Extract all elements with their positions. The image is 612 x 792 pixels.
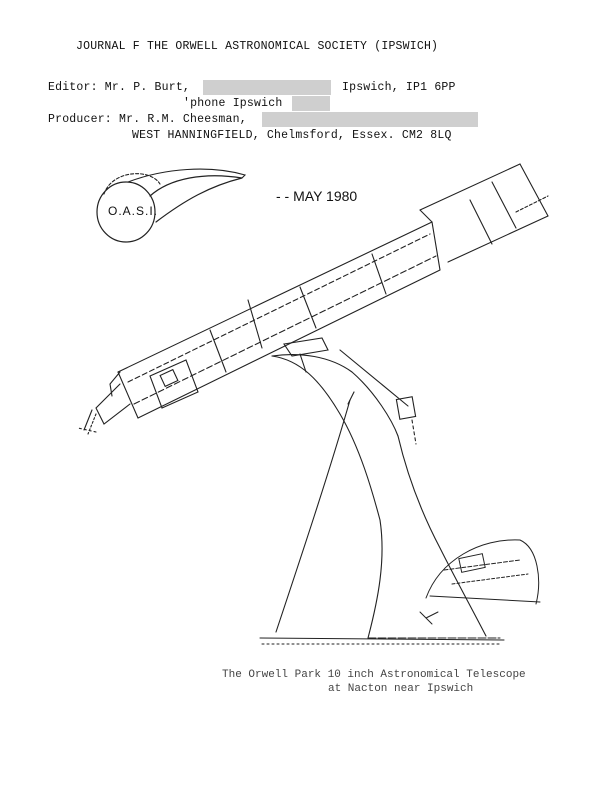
caption-line-1: The Orwell Park 10 inch Astronomical Tel…	[222, 669, 526, 681]
upper-tube	[419, 163, 549, 263]
telescope-pier	[259, 391, 505, 645]
producer-label: Producer: Mr. R.M. Cheesman,	[48, 113, 247, 126]
journal-title: JOURNAL F THE ORWELL ASTRONOMICAL SOCIET…	[76, 40, 439, 53]
oasi-logo-text: O.A.S.I.	[108, 204, 159, 218]
oasi-logo-icon	[96, 168, 247, 243]
redacted-editor-address	[203, 80, 331, 95]
inset-detail	[419, 539, 541, 625]
telescope-mount	[271, 337, 417, 521]
editor-label: Editor: Mr. P. Burt,	[48, 81, 191, 94]
issue-date: - - MAY 1980	[276, 188, 358, 204]
telescope-tube	[83, 221, 441, 435]
caption-line-2: at Nacton near Ipswich	[328, 683, 474, 695]
editor-phone-label: 'phone Ipswich	[183, 97, 283, 110]
producer-address: WEST HANNINGFIELD, Chelmsford, Essex. CM…	[132, 129, 452, 142]
redacted-producer-address	[262, 112, 478, 127]
redacted-phone-number	[292, 96, 330, 111]
editor-town: Ipswich, IP1 6PP	[342, 81, 456, 94]
